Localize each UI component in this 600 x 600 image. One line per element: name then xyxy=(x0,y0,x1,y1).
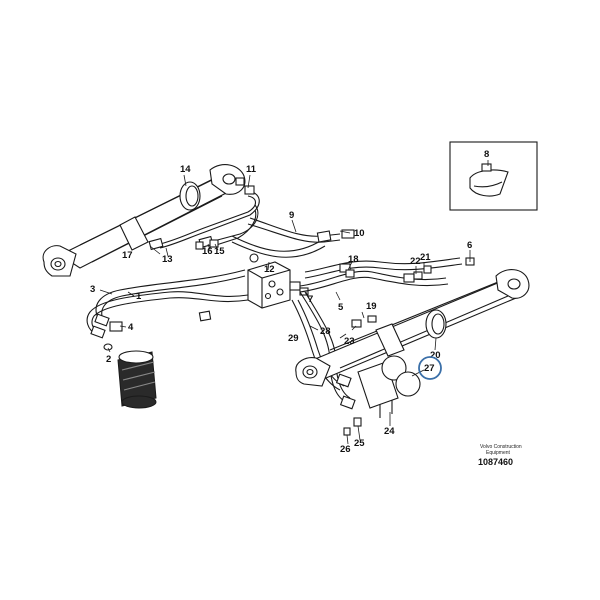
callout-13: 13 xyxy=(162,254,173,265)
right-cylinder xyxy=(295,269,530,387)
callout-10: 10 xyxy=(354,228,365,239)
callout-28: 28 xyxy=(320,326,331,337)
hoses-1-3 xyxy=(86,269,249,339)
highlight-ring xyxy=(418,356,442,380)
callout-1: 1 xyxy=(136,291,142,302)
hose-clamp xyxy=(179,181,201,211)
highlighted-callout-27[interactable]: 27 xyxy=(418,356,442,380)
callout-4: 4 xyxy=(128,322,134,333)
callout-29: 29 xyxy=(288,333,299,344)
callout-labels: 14 11 9 10 17 13 16 15 12 3 1 4 2 7 5 6 … xyxy=(90,149,489,455)
callout-21: 21 xyxy=(420,252,431,263)
callout-26: 26 xyxy=(340,444,351,455)
callout-12: 12 xyxy=(264,264,275,275)
hydraulic-motor xyxy=(117,350,157,409)
callout-17: 17 xyxy=(122,250,133,261)
hoses-5-7 xyxy=(299,257,463,293)
fittings-right xyxy=(195,177,475,328)
callout-25: 25 xyxy=(354,438,365,449)
company-line-1: Volvo Construction xyxy=(480,444,522,450)
callout-27: 27 xyxy=(424,363,435,374)
detail-inset xyxy=(449,141,538,211)
control-valve xyxy=(247,253,309,309)
callout-24: 24 xyxy=(384,426,395,437)
left-cylinder xyxy=(42,164,246,277)
callout-22: 22 xyxy=(410,256,421,267)
hose-assembly-left xyxy=(148,185,260,251)
callout-6: 6 xyxy=(467,240,472,251)
callout-3: 3 xyxy=(90,284,95,295)
callout-16: 16 xyxy=(202,246,213,257)
callout-19: 19 xyxy=(366,301,377,312)
callout-11: 11 xyxy=(246,164,257,175)
hose-clamp-right xyxy=(425,309,447,339)
footer: Volvo Construction Equipment 1087460 xyxy=(478,444,522,467)
callout-2: 2 xyxy=(106,354,111,365)
callout-5: 5 xyxy=(338,302,344,313)
drawing-number: 1087460 xyxy=(478,457,513,467)
callout-20: 20 xyxy=(430,350,441,361)
callout-8: 8 xyxy=(484,149,489,160)
bracket-plate xyxy=(357,355,421,418)
callout-15: 15 xyxy=(214,246,225,257)
callout-18: 18 xyxy=(348,254,359,265)
callout-23: 23 xyxy=(344,336,355,347)
hoses-9-10 xyxy=(231,217,355,258)
callout-9: 9 xyxy=(289,210,294,221)
callout-14: 14 xyxy=(180,164,191,175)
leader-lines xyxy=(99,160,489,445)
callout-7: 7 xyxy=(308,294,313,305)
company-line-2: Equipment xyxy=(486,450,511,456)
